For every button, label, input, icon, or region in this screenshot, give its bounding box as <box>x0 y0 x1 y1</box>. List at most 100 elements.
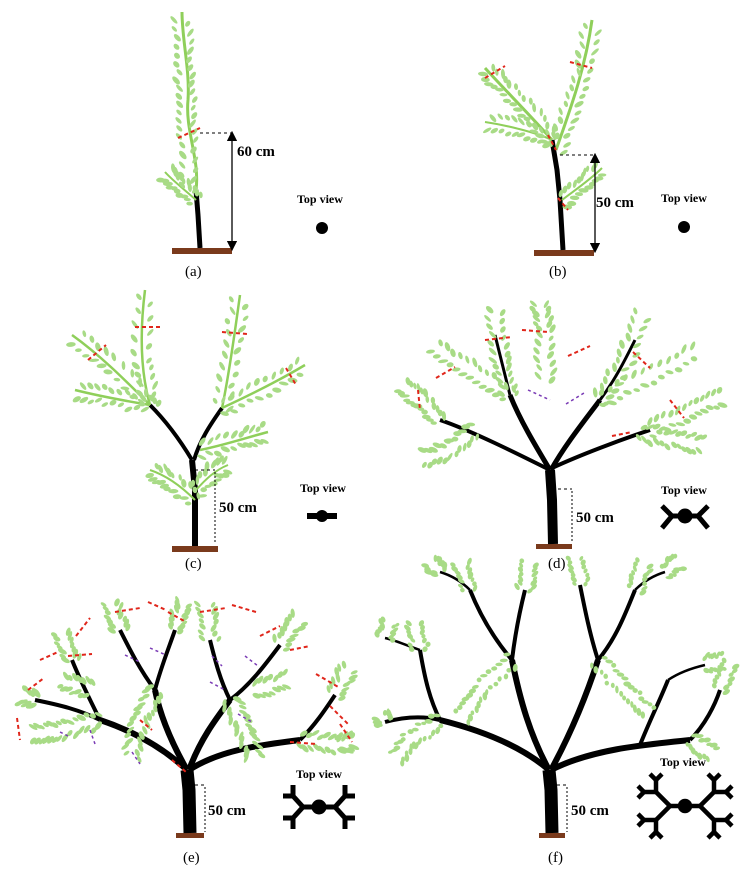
leaf <box>239 735 245 746</box>
leaf <box>461 696 470 702</box>
leaf <box>572 581 577 586</box>
leaf <box>640 367 645 375</box>
leaf <box>94 383 101 391</box>
leaf <box>532 315 541 323</box>
leaf <box>236 699 246 705</box>
leaf <box>619 690 624 697</box>
leaf <box>633 388 641 392</box>
leaf <box>616 396 624 401</box>
leaf <box>696 752 703 760</box>
leaf <box>574 49 582 59</box>
leaf <box>145 472 154 479</box>
leaf <box>132 393 138 400</box>
ground-bar <box>534 250 594 256</box>
leaf <box>176 125 183 132</box>
leaf <box>238 704 247 710</box>
leaf <box>511 385 516 393</box>
leaf <box>517 113 526 118</box>
leaf <box>430 396 436 404</box>
leaf <box>632 342 642 349</box>
leaf <box>94 721 103 731</box>
leaf <box>461 424 471 430</box>
leaf <box>299 730 308 737</box>
leaf <box>711 683 717 689</box>
leaf <box>643 317 652 324</box>
leaf <box>517 89 522 97</box>
leaf <box>234 359 241 366</box>
leaf <box>636 707 642 716</box>
leaf <box>645 424 655 430</box>
leaf <box>42 722 49 728</box>
leaf <box>427 713 435 719</box>
leaf <box>296 372 304 377</box>
leaf <box>120 386 130 391</box>
leaf <box>200 487 208 493</box>
leaf <box>331 676 336 686</box>
leaf <box>146 712 152 721</box>
leaf <box>258 693 266 699</box>
leaf <box>458 372 468 377</box>
leaf <box>350 670 358 675</box>
leaf <box>287 613 292 622</box>
leaf <box>411 741 417 749</box>
leaf <box>133 404 141 411</box>
leaf <box>175 596 180 604</box>
leaf <box>712 678 718 685</box>
leaves <box>371 553 740 767</box>
leaf <box>221 396 226 404</box>
leaf <box>195 606 202 613</box>
leaf <box>348 674 358 681</box>
leaf <box>430 421 437 425</box>
leaf <box>690 449 697 455</box>
leaf <box>625 332 632 342</box>
leaf <box>450 348 456 358</box>
panel-label: (d) <box>548 556 566 572</box>
leaf <box>155 695 162 705</box>
height-label: 50 cm <box>208 803 246 819</box>
leaf <box>197 454 207 460</box>
leaf <box>700 434 708 440</box>
leaf <box>76 674 83 684</box>
leaf <box>187 79 195 88</box>
leaf <box>482 692 488 701</box>
cut-mark <box>547 134 557 151</box>
leaf <box>711 388 717 397</box>
leaf <box>497 390 505 397</box>
leaf <box>676 443 682 450</box>
leaf <box>212 630 218 637</box>
leaf <box>658 426 666 432</box>
leaf <box>537 139 544 144</box>
leaf <box>243 753 249 763</box>
leaf <box>272 387 282 393</box>
cut-mark <box>569 61 593 69</box>
leaf <box>46 720 55 727</box>
leaf <box>466 719 471 726</box>
leaf <box>487 340 495 347</box>
leaf <box>501 334 507 341</box>
leaf <box>591 48 599 56</box>
height-label: 50 cm <box>571 803 609 819</box>
leaf <box>552 123 559 132</box>
leaf <box>557 116 564 125</box>
leaf <box>198 191 203 199</box>
leaf <box>238 388 244 397</box>
leaf <box>28 724 38 730</box>
leaf <box>503 342 510 350</box>
cut-mark <box>87 344 107 361</box>
leaf <box>133 705 143 712</box>
leaf <box>272 686 281 693</box>
leaf <box>446 362 454 368</box>
leaf <box>699 408 709 414</box>
top-view-label: Top view <box>297 192 343 206</box>
leaf <box>66 342 76 347</box>
leaf <box>508 370 513 377</box>
leaf <box>31 687 39 697</box>
leaf <box>713 405 720 410</box>
leaf <box>172 494 182 500</box>
leaf <box>107 627 116 634</box>
ground-bar <box>172 248 232 254</box>
leaf <box>638 325 648 332</box>
leaf <box>688 414 698 420</box>
leaf <box>422 735 427 742</box>
leaf <box>639 589 647 596</box>
